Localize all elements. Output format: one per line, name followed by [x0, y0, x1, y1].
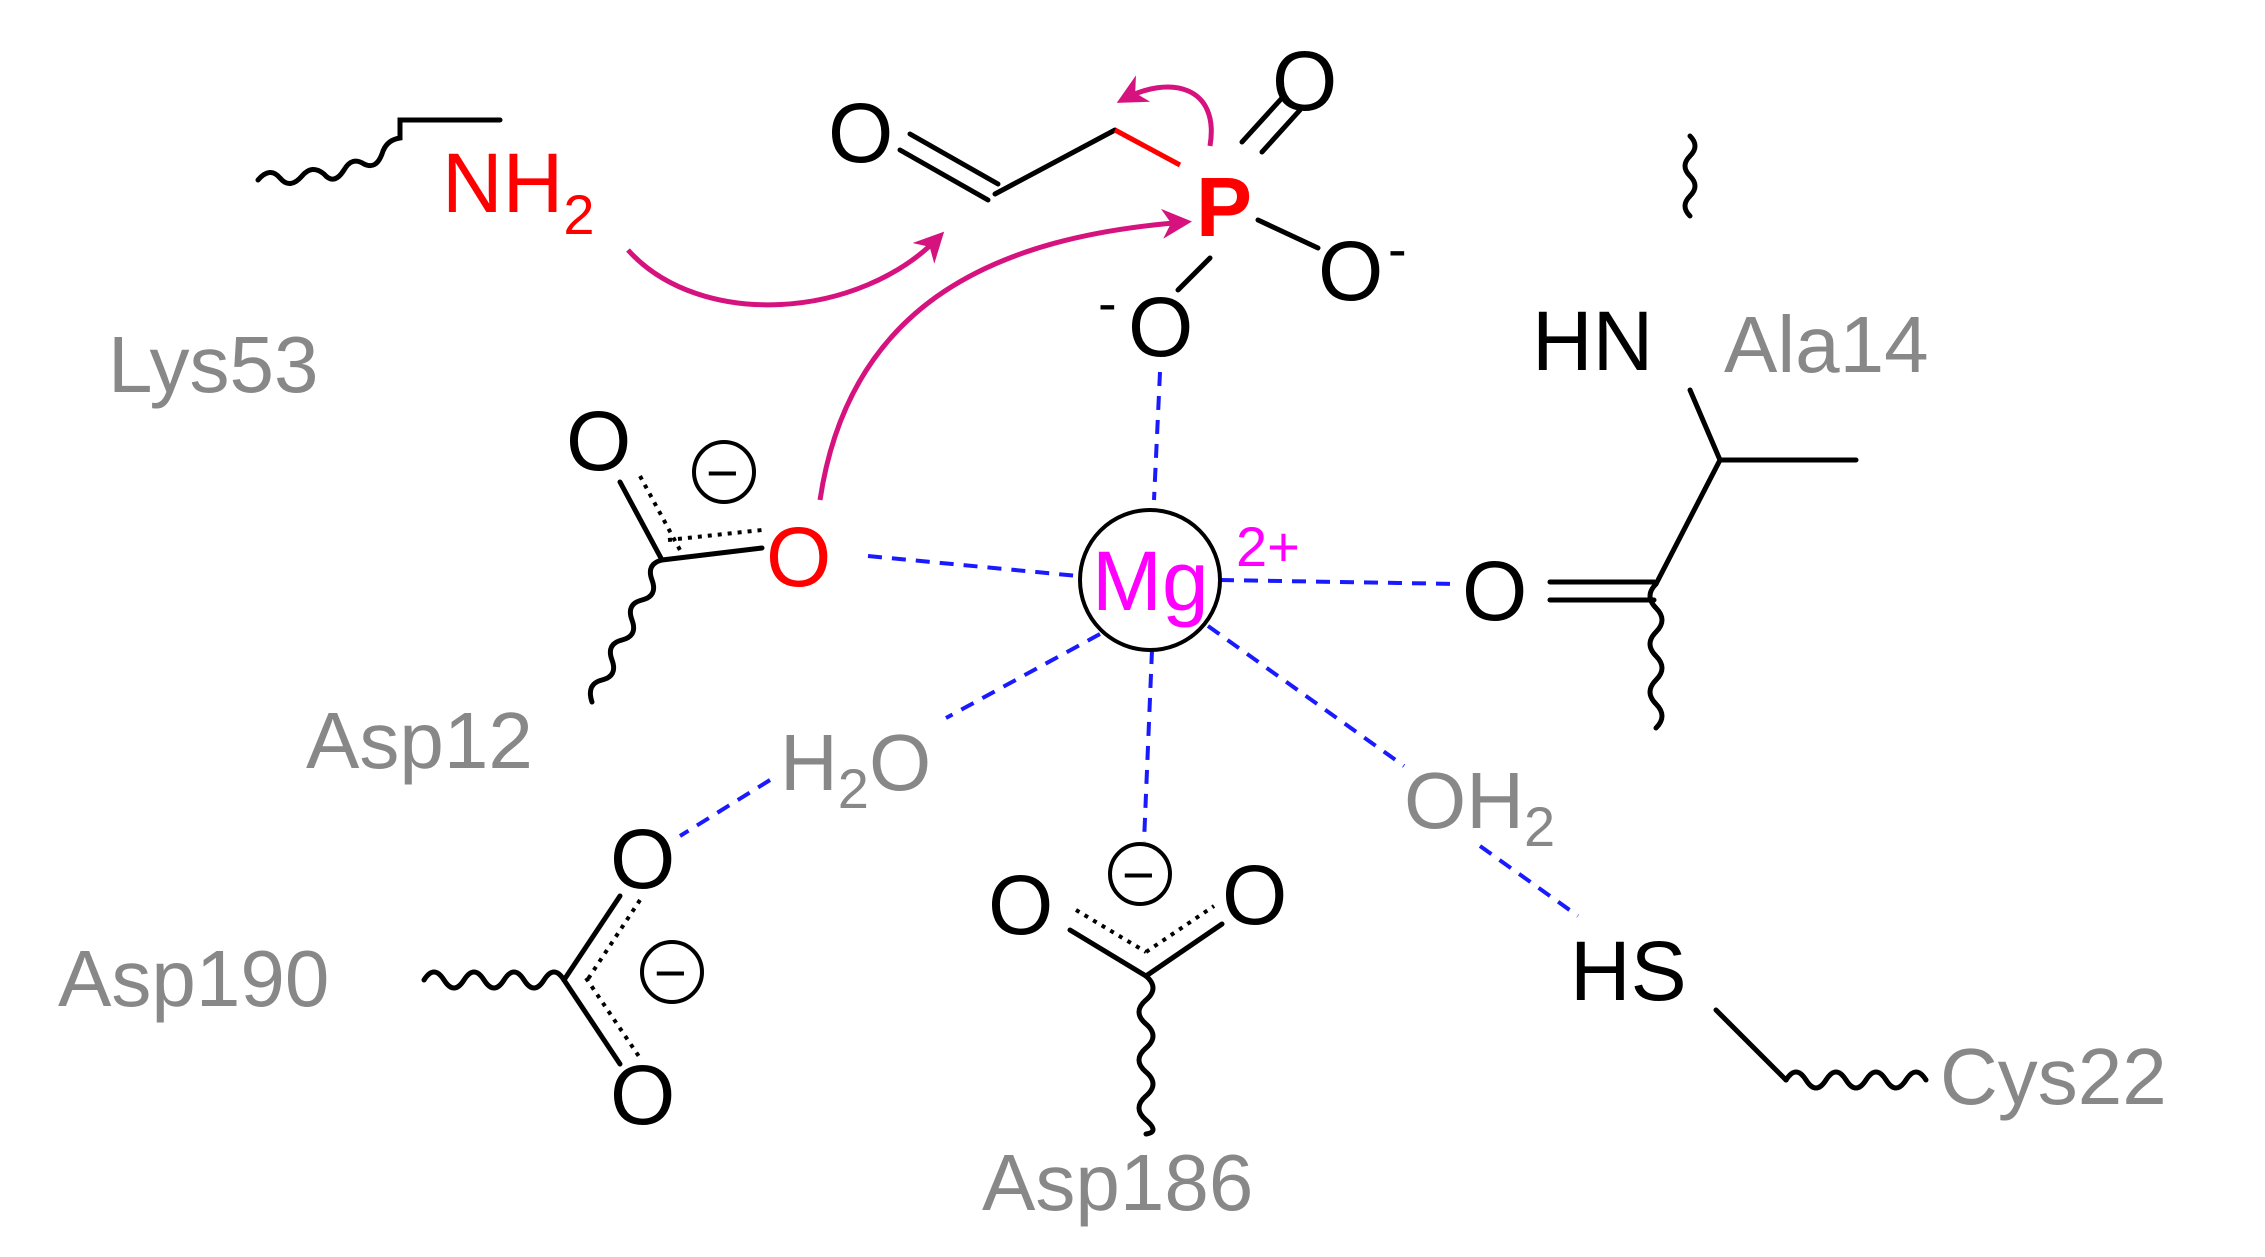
phosphoryl-oxygen-top: O [1272, 34, 1337, 128]
cys22-cs-bond [1713, 1007, 1789, 1083]
asp190-label: Asp190 [58, 934, 329, 1023]
carbonyl-double-bond-b [907, 131, 1001, 187]
asp186-oxygen-left: O [988, 858, 1053, 952]
coord-bond-asp186 [1142, 649, 1154, 843]
coord-bond-oh2 [1206, 624, 1406, 768]
magnesium-circle [1078, 508, 1222, 652]
asp12-co-dotted [638, 475, 682, 551]
phosphoryl-oxygen-right-charge: - [1388, 217, 1407, 280]
asp12-c-o-bond [659, 545, 765, 563]
phosphorus-atom: P [1196, 160, 1252, 254]
lys53-group: Lys53 NH2 [108, 117, 594, 409]
ala14-wavy-top [1682, 133, 1698, 219]
carbonyl-oxygen: O [828, 86, 893, 180]
asp190-co-bond-bottom [561, 977, 623, 1067]
asp12-attack-arrow [817, 208, 1192, 501]
magnesium-charge: 2+ [1236, 515, 1300, 578]
water-ligand-h2o: H2O [780, 718, 931, 820]
asp12-charge: − [706, 441, 739, 504]
asp190-co-bond-top [561, 893, 623, 983]
ala14-carbonyl-oxygen: O [1462, 544, 1527, 638]
asp190-charge: − [654, 941, 687, 1004]
asp190-co-dotted-bottom [584, 976, 642, 1060]
asp12-label: Asp12 [306, 696, 533, 785]
hbond-oh2-cys22 [1478, 844, 1580, 918]
p-o-bottom-bond [1175, 255, 1213, 293]
cys22-wavy-chain [1783, 1069, 1929, 1091]
magnesium-center: Mg 2+ [867, 371, 1461, 843]
asp186-co-dotted-left [1074, 908, 1148, 954]
coord-bond-h2o [945, 632, 1101, 720]
asp186-charge: − [1122, 843, 1155, 906]
asp186-co-dotted-right [1144, 904, 1216, 954]
acyl-carbon-bond [992, 127, 1118, 197]
ala14-label: Ala14 [1724, 300, 1929, 389]
carbonyl-double-bond-a [897, 147, 991, 203]
phosphoryl-oxygen-bottom-charge: - [1098, 271, 1117, 334]
coord-bond-asp12 [867, 554, 1079, 578]
asp186-co-bond-left [1067, 927, 1149, 979]
coord-bond-phosphate [1152, 371, 1162, 501]
ala14-group: HN Ala14 O [1462, 133, 1929, 731]
asp12-oxygen-top: O [566, 394, 631, 488]
cys22-thiol: HS [1570, 924, 1687, 1018]
asp186-charge-circle [1108, 842, 1172, 906]
asp186-group: − O O Asp186 [982, 842, 1287, 1227]
asp186-co-bond-right [1143, 921, 1225, 979]
asp186-oxygen-right: O [1222, 848, 1287, 942]
phosphoryl-oxygen-bottom: O [1128, 280, 1193, 374]
ala14-wavy-bottom [1647, 581, 1665, 731]
lys53-amine-label: NH2 [442, 136, 594, 246]
asp12-c-o-dotted [667, 528, 763, 542]
asp190-charge-circle [640, 940, 704, 1004]
p-o-double-bond-b [1259, 107, 1303, 155]
p-o-right-bond [1255, 217, 1321, 251]
magnesium-ion: Mg [1092, 534, 1209, 628]
asp12-oxygen-nucleophile: O [766, 510, 831, 604]
bond-cleavage-arrow [1116, 75, 1214, 147]
ala14-ca-c-bond [1653, 457, 1723, 587]
ala14-amide-nh: HN [1532, 294, 1653, 388]
scissile-bond [1113, 127, 1182, 168]
coord-bond-ala14 [1219, 578, 1461, 586]
asp190-co-dotted-top [584, 898, 642, 984]
asp190-group: O O − Asp190 [58, 812, 704, 1142]
asp190-wavy-chain [421, 969, 567, 991]
ala14-n-ca-bond [1687, 387, 1723, 463]
asp186-wavy-chain [1136, 973, 1156, 1137]
asp12-group: O − O Asp12 [306, 394, 831, 785]
asp190-oxygen-top: O [610, 812, 675, 906]
p-o-double-bond-a [1239, 95, 1285, 145]
asp190-oxygen-bottom: O [610, 1048, 675, 1142]
asp12-co-bond [617, 479, 665, 563]
asp186-label: Asp186 [982, 1138, 1253, 1227]
cys22-group: HS Cys22 [1570, 924, 2167, 1121]
lys53-label: Lys53 [108, 320, 319, 409]
hbond-h2o-asp190 [678, 778, 772, 838]
lys53-wavy-chain [255, 117, 503, 186]
cys22-label: Cys22 [1940, 1032, 2167, 1121]
asp12-charge-circle [692, 440, 756, 504]
substrate-group: O P O O - - O [828, 34, 1407, 374]
water-ligand-oh2: OH2 [1404, 756, 1555, 858]
asp12-wavy-chain [587, 557, 665, 705]
lys-attack-arrow [626, 231, 945, 308]
phosphoryl-oxygen-right: O [1318, 224, 1383, 318]
